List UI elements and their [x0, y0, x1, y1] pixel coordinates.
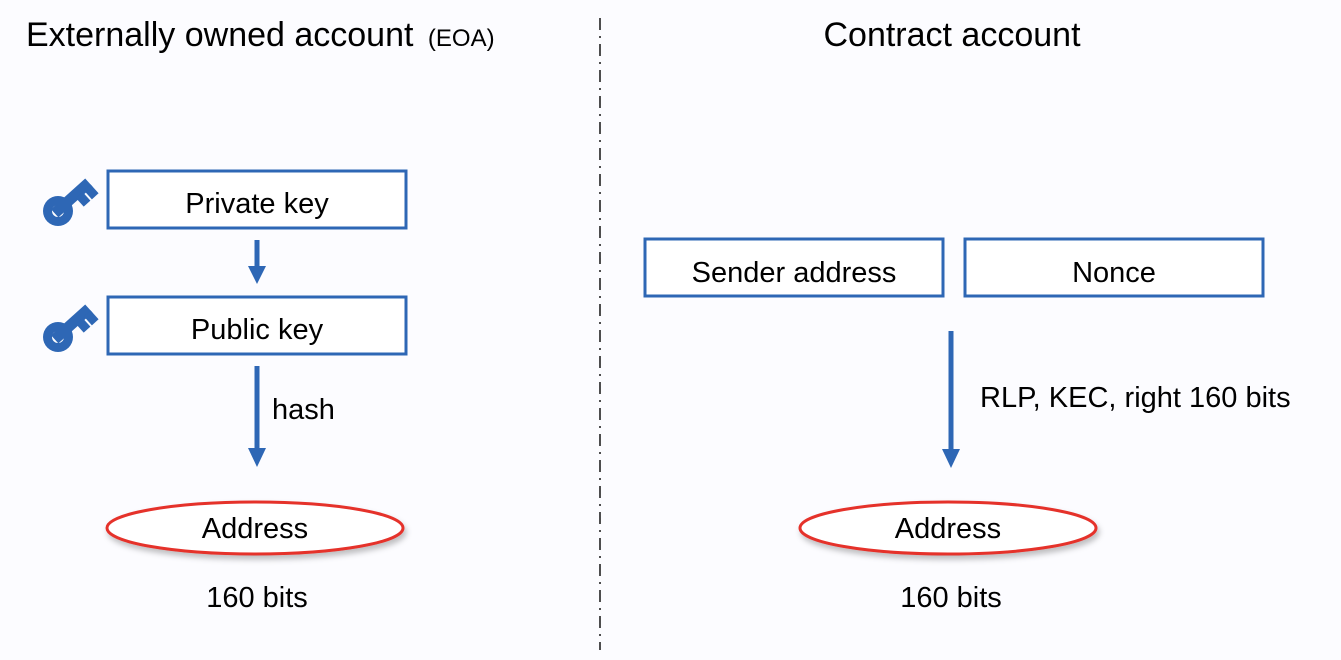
contract-derivation-arrow	[942, 331, 960, 468]
contract-bits-label: 160 bits	[900, 582, 1002, 614]
sender-address-label: Sender address	[692, 257, 897, 289]
private-to-public-arrow	[248, 240, 266, 284]
eoa-title-suffix: (EOA)	[428, 25, 495, 52]
contract-address-node: Address	[798, 500, 1098, 556]
eoa-title: Externally owned account (EOA)	[26, 16, 495, 54]
eoa-address-node: Address	[105, 500, 405, 556]
eoa-bits-label: 160 bits	[206, 582, 308, 614]
private-key-box: Private key	[106, 169, 408, 230]
sender-address-box: Sender address	[643, 237, 945, 298]
public-key-box: Public key	[106, 295, 408, 356]
nonce-label: Nonce	[1072, 257, 1156, 289]
public-key-label: Public key	[191, 314, 324, 346]
contract-transform-label: RLP, KEC, right 160 bits	[980, 382, 1291, 414]
hash-label: hash	[272, 394, 335, 426]
eoa-address-label: Address	[202, 513, 308, 545]
hash-arrow	[248, 366, 266, 467]
eoa-title-main: Externally owned account	[26, 16, 414, 54]
contract-address-label: Address	[895, 513, 1001, 545]
key-icon	[43, 178, 99, 226]
key-icon	[43, 304, 99, 352]
nonce-box: Nonce	[963, 237, 1265, 298]
contract-title: Contract account	[823, 16, 1081, 54]
private-key-label: Private key	[185, 188, 329, 220]
